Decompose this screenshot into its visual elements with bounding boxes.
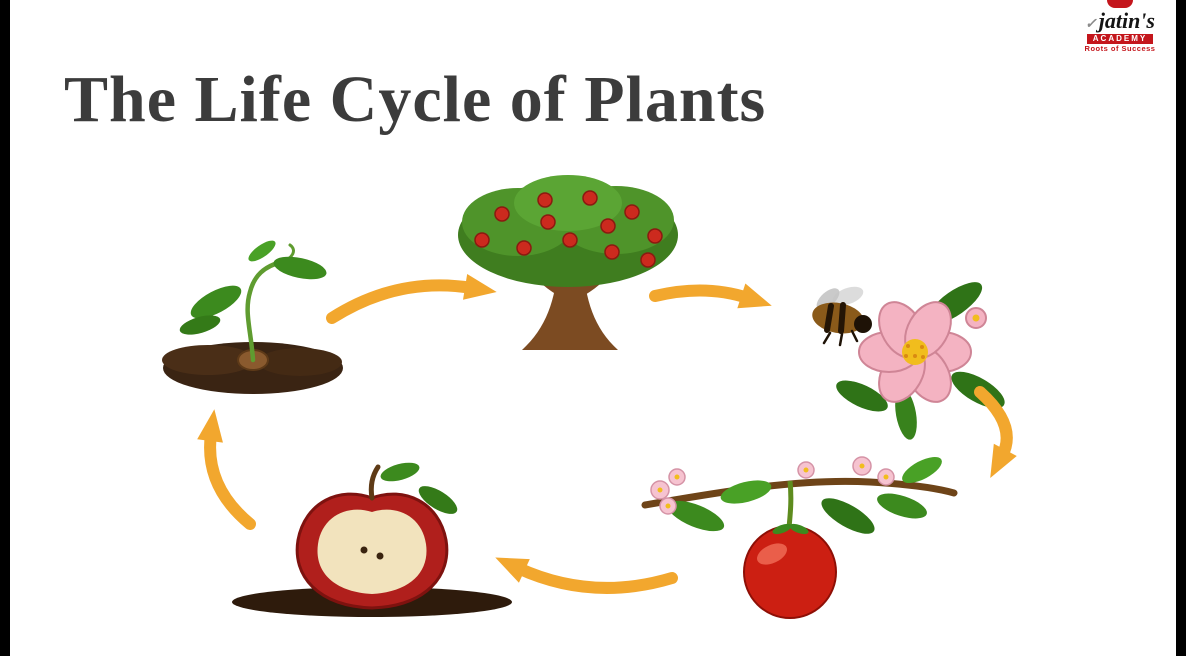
logo: ✓jatin's ACADEMY Roots of Success [1068, 0, 1172, 53]
bee-icon [812, 286, 872, 347]
tree-fruits [474, 190, 663, 268]
logo-wordmark: jatin's [1098, 8, 1155, 33]
stage-seedling-illustration [162, 240, 343, 394]
stage-pollination-illustration [812, 282, 1005, 440]
page-title: The Life Cycle of Plants [64, 63, 767, 136]
arrow-fruit-to-cut-fruit [495, 557, 678, 594]
flower [858, 301, 987, 403]
stage-cut-fruit-illustration [232, 462, 512, 617]
left-letterbox-bar [0, 0, 10, 656]
checkmark-icon: ✓ [1085, 17, 1097, 32]
arrow-seedling-to-tree [326, 274, 497, 324]
arrow-cut-fruit-to-seedling [197, 409, 256, 530]
right-letterbox-bar [1176, 0, 1186, 656]
stage-fruit-branch-illustration [641, 456, 958, 619]
logo-crest-icon [1107, 0, 1133, 8]
logo-tagline: Roots of Success [1084, 44, 1156, 54]
arrow-flower-to-fruit [974, 386, 1017, 479]
logo-wordmark-row: ✓jatin's [1085, 9, 1155, 33]
cycle-arrows [197, 274, 1017, 594]
arrow-tree-to-flower [649, 283, 772, 309]
stage-tree-illustration [458, 175, 678, 350]
branch-fruit [743, 523, 837, 619]
logo-academy-label: ACADEMY [1086, 33, 1154, 45]
